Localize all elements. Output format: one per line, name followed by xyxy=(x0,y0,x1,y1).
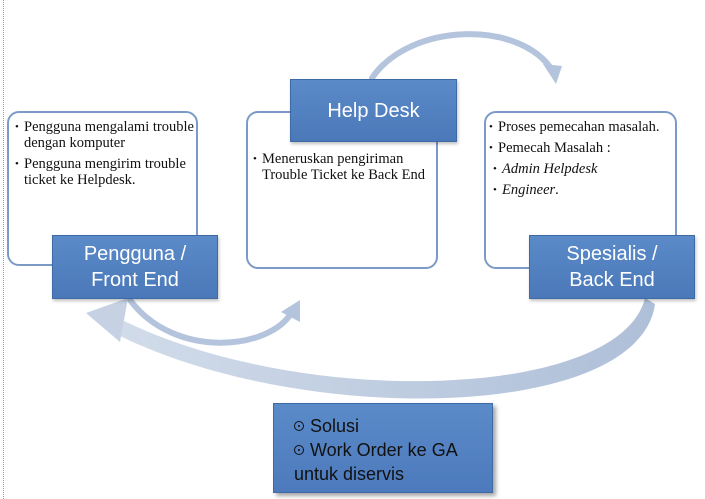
helpdesk-item: Meneruskan pengiriman Trouble Ticket ke … xyxy=(253,151,426,183)
pengguna-label-line1: Pengguna / xyxy=(83,243,187,265)
arrow-helpdesk-to-spesialis-head xyxy=(543,64,562,84)
work-order-text: Work Order ke GA xyxy=(310,440,458,460)
spesialis-label-line1: Spesialis / xyxy=(566,243,658,265)
pengguna-label: Pengguna / Front End xyxy=(52,235,218,299)
spesialis-item: Proses pemecahan masalah. xyxy=(489,119,669,135)
spesialis-label-line2: Back End xyxy=(569,269,655,291)
pengguna-label-line2: Front End xyxy=(91,269,179,291)
helpdesk-list: Meneruskan pengiriman Trouble Ticket ke … xyxy=(253,151,426,183)
engineer-period: . xyxy=(555,182,559,198)
spesialis-list: Proses pemecahan masalah. Pemecah Masala… xyxy=(489,119,669,198)
arrow-pengguna-to-helpdesk xyxy=(127,297,295,346)
work-order-continuation: untuk diservis xyxy=(294,464,405,484)
spesialis-label: Spesialis / Back End xyxy=(529,235,695,299)
arrow-pengguna-to-helpdesk-head xyxy=(281,300,300,322)
spesialis-item: Pemecah Masalah : xyxy=(489,140,669,156)
pengguna-item: Pengguna mengirim trouble ticket ke Help… xyxy=(15,156,196,188)
helpdesk-label: Help Desk xyxy=(290,79,457,142)
solusi-text: Solusi xyxy=(310,416,360,436)
spesialis-sub-item: Engineer. xyxy=(489,182,669,198)
arrow-helpdesk-to-spesialis xyxy=(369,31,555,81)
target-bullet-icon xyxy=(294,421,304,431)
arrow-spesialis-to-pengguna-head xyxy=(86,298,128,342)
left-margin-rule xyxy=(3,0,4,499)
arrow-spesialis-to-pengguna xyxy=(108,298,655,399)
solusi-box: Solusi Work Order ke GA untuk diservis xyxy=(273,403,493,493)
helpdesk-label-text: Help Desk xyxy=(327,99,420,122)
pengguna-list: Pengguna mengalami trouble dengan komput… xyxy=(15,119,196,188)
solusi-row: Solusi xyxy=(294,414,492,438)
target-bullet-icon xyxy=(294,445,304,455)
work-order-row: Work Order ke GA xyxy=(294,438,492,462)
pengguna-item: Pengguna mengalami trouble dengan komput… xyxy=(15,119,196,151)
spesialis-sub-item: Admin Helpdesk xyxy=(489,161,669,177)
